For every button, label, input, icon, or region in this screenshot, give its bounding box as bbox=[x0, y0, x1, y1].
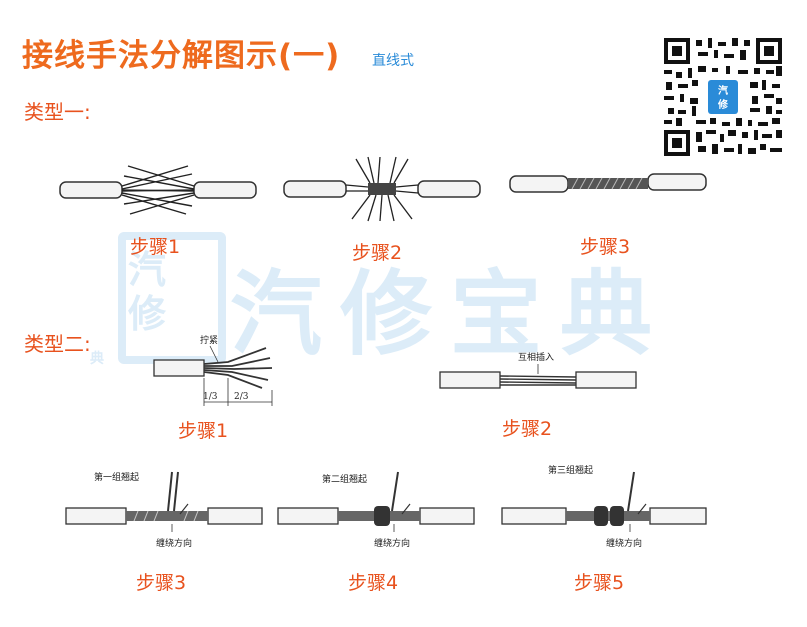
note-group2: 第二组翘起 bbox=[322, 475, 368, 485]
note-wind-3: 缠绕方向 bbox=[606, 539, 643, 549]
type2-step2-diagram bbox=[439, 364, 637, 389]
type2-step5-label: 步骤5 bbox=[574, 572, 625, 594]
type2-step5-diagram bbox=[501, 471, 707, 532]
note-wind-2: 缠绕方向 bbox=[374, 539, 411, 549]
type2-step1-diagram bbox=[153, 345, 273, 406]
type2-step4-label: 步骤4 bbox=[348, 572, 399, 594]
type1-step1-label: 步骤1 bbox=[130, 236, 181, 258]
note-wind-1: 缠绕方向 bbox=[156, 539, 193, 549]
note-two-thirds: 2/3 bbox=[234, 392, 249, 402]
note-group1: 第一组翘起 bbox=[94, 473, 140, 483]
qr-code: 汽 修 bbox=[662, 36, 784, 158]
type2-label: 类型二: bbox=[24, 332, 91, 356]
page-subtitle: 直线式 bbox=[372, 53, 414, 69]
watermark-side-char: 典 bbox=[90, 351, 104, 367]
type1-step3-diagram bbox=[509, 173, 707, 193]
note-twist: 拧紧 bbox=[200, 336, 219, 346]
svg-text:修: 修 bbox=[717, 98, 729, 111]
type1-step3-label: 步骤3 bbox=[580, 236, 631, 258]
type1-step2-label: 步骤2 bbox=[352, 242, 403, 264]
watermark-text: 汽修宝典 bbox=[230, 261, 671, 368]
type2-step4-diagram bbox=[277, 471, 475, 532]
type2-step2-label: 步骤2 bbox=[502, 418, 553, 440]
svg-text:汽: 汽 bbox=[718, 84, 728, 97]
type1-label: 类型一: bbox=[24, 100, 91, 124]
type1-step1-diagram bbox=[59, 165, 257, 215]
type2-step3-label: 步骤3 bbox=[136, 572, 187, 594]
type2-step1-label: 步骤1 bbox=[178, 420, 229, 442]
type1-step2-diagram bbox=[283, 156, 481, 222]
page-title: 接线手法分解图示(一) bbox=[22, 38, 341, 74]
note-group3: 第三组翘起 bbox=[548, 466, 594, 476]
watermark-logo-text: 汽修 bbox=[128, 248, 167, 336]
note-insert: 互相插入 bbox=[518, 353, 555, 363]
note-one-third: 1/3 bbox=[203, 392, 218, 402]
type2-step3-diagram bbox=[65, 471, 263, 532]
